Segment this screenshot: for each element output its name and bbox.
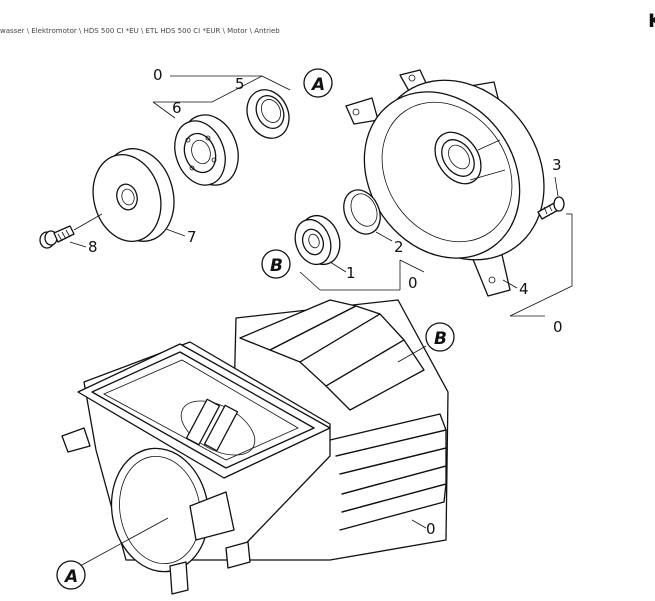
- bearing-top: [174, 114, 239, 186]
- group-bracket-right: [509, 213, 573, 317]
- logo-letter: K: [648, 11, 655, 31]
- callout-a-top-letter: A: [310, 75, 325, 95]
- bearing-small: [294, 214, 341, 266]
- seal-ring: [246, 89, 290, 139]
- screw-right: [537, 176, 565, 220]
- part-label-group-mid: 0: [408, 274, 418, 292]
- callout-b-right-letter: B: [434, 329, 447, 349]
- motor-housing: [61, 299, 449, 595]
- retaining-ring: [343, 189, 381, 235]
- callout-a-bottom-letter: A: [63, 567, 78, 587]
- part-label-group-right: 0: [553, 318, 563, 336]
- part-label-shield-foot: 4: [519, 280, 529, 298]
- callout-a-top: A: [303, 68, 333, 98]
- part-label-cover: 7: [187, 228, 197, 246]
- end-shield: [345, 69, 545, 297]
- part-label-housing-group: 0: [426, 520, 436, 538]
- part-label-screw: 8: [88, 238, 98, 256]
- part-label-bearing-top: 6: [172, 99, 182, 117]
- part-label-group-top: 0: [153, 66, 163, 84]
- screw-left: [39, 213, 103, 249]
- part-label-bearing-small: 1: [346, 264, 356, 282]
- part-label-seal: 5: [235, 75, 245, 93]
- end-cover: [92, 148, 175, 243]
- callout-b-right: B: [425, 322, 455, 352]
- callout-a-bottom: A: [56, 560, 86, 590]
- breadcrumb: wasser \ Elektromotor \ HDS 500 CI *EU \…: [0, 27, 280, 35]
- callout-b-left: B: [261, 249, 291, 279]
- part-label-screw-right: 3: [552, 156, 562, 174]
- part-label-ring: 2: [394, 238, 404, 256]
- group-bracket-top: [152, 75, 291, 119]
- group-bracket-mid: [299, 259, 425, 291]
- brand-logo: K: [648, 11, 655, 41]
- callout-b-left-letter: B: [270, 256, 283, 276]
